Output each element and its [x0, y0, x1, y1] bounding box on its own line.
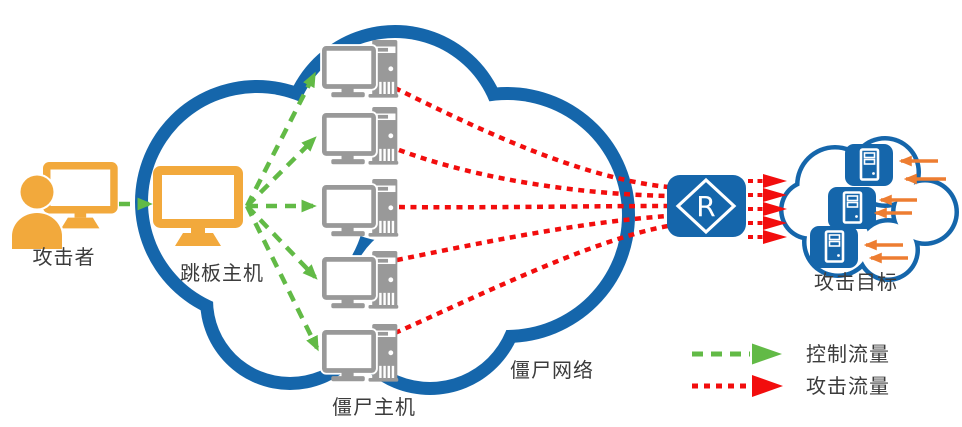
attack-traffic-lines	[394, 85, 669, 336]
attack-arrowheads	[748, 174, 787, 244]
control-traffic-arrows	[119, 71, 320, 352]
server-icon-2	[826, 185, 878, 231]
zombie-pc-icon-3	[324, 179, 398, 237]
botnet-label: 僵尸网络	[510, 358, 594, 382]
hit-arrows	[863, 155, 946, 264]
server-icon-1	[843, 142, 895, 188]
attacker-monitor-icon	[47, 166, 114, 229]
control-arrow-4	[245, 204, 318, 280]
zombie-pc-icon-5	[324, 324, 398, 382]
attacker-label: 攻击者	[32, 245, 96, 269]
zombie-pc-icon-1	[324, 40, 398, 98]
springboard-label: 跳板主机	[180, 261, 264, 285]
router-icon: R	[667, 175, 746, 237]
zombie-host-label: 僵尸主机	[332, 395, 416, 419]
target-label: 攻击目标	[814, 270, 898, 294]
attack-traffic-line-3	[398, 203, 669, 210]
router-letter: R	[696, 190, 715, 223]
server-icon-3	[808, 224, 860, 270]
legend-control-label: 控制流量	[806, 342, 890, 366]
zombie-pc-icon-4	[324, 251, 398, 309]
legend-attack-swatch	[692, 375, 783, 397]
attacker-icon	[10, 166, 114, 251]
zombie-pc-icon-2	[324, 107, 398, 165]
person-icon	[10, 173, 64, 251]
legend-attack-label: 攻击流量	[806, 374, 890, 398]
control-arrow-2	[245, 136, 317, 208]
control-arrow-5	[244, 205, 320, 352]
attack-traffic-line-1	[394, 85, 669, 190]
control-arrow-1	[244, 71, 317, 208]
legend-control-swatch	[692, 343, 782, 365]
